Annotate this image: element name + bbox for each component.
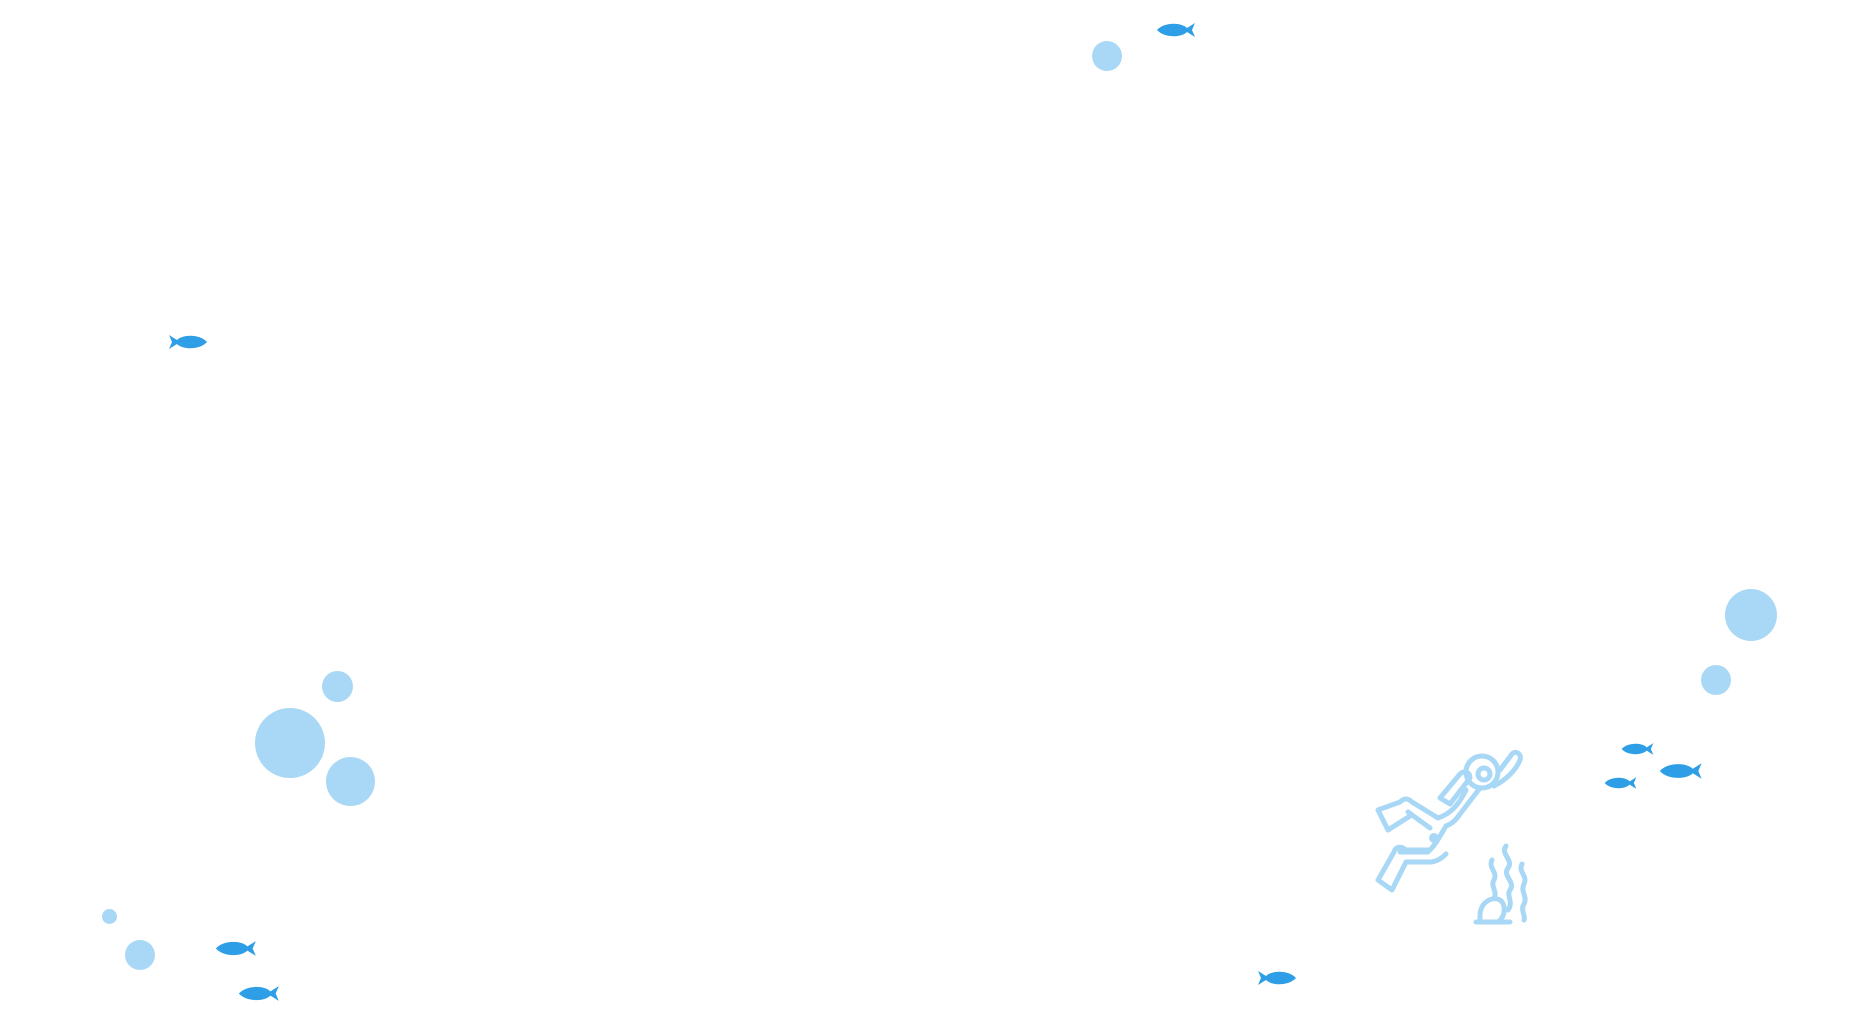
scuba-diver-icon — [1330, 740, 1550, 940]
fish-icon — [236, 983, 288, 1004]
bubble-icon — [322, 671, 353, 702]
bubble-icon — [1725, 589, 1777, 641]
bubble-icon — [102, 909, 117, 924]
fish-icon — [161, 332, 209, 352]
fish-icon — [1603, 774, 1643, 792]
bubble-icon — [125, 940, 155, 970]
fish-icon — [1250, 968, 1298, 988]
bubble-icon — [1701, 665, 1731, 695]
fish-icon — [1155, 20, 1203, 40]
seaweed-icon — [1473, 843, 1528, 925]
fish-icon — [213, 938, 265, 959]
bubble-icon — [1092, 41, 1122, 71]
bubble-icon — [326, 757, 375, 806]
fish-icon — [1656, 760, 1712, 782]
bubble-icon — [255, 708, 325, 778]
fish-icon — [1620, 740, 1660, 758]
